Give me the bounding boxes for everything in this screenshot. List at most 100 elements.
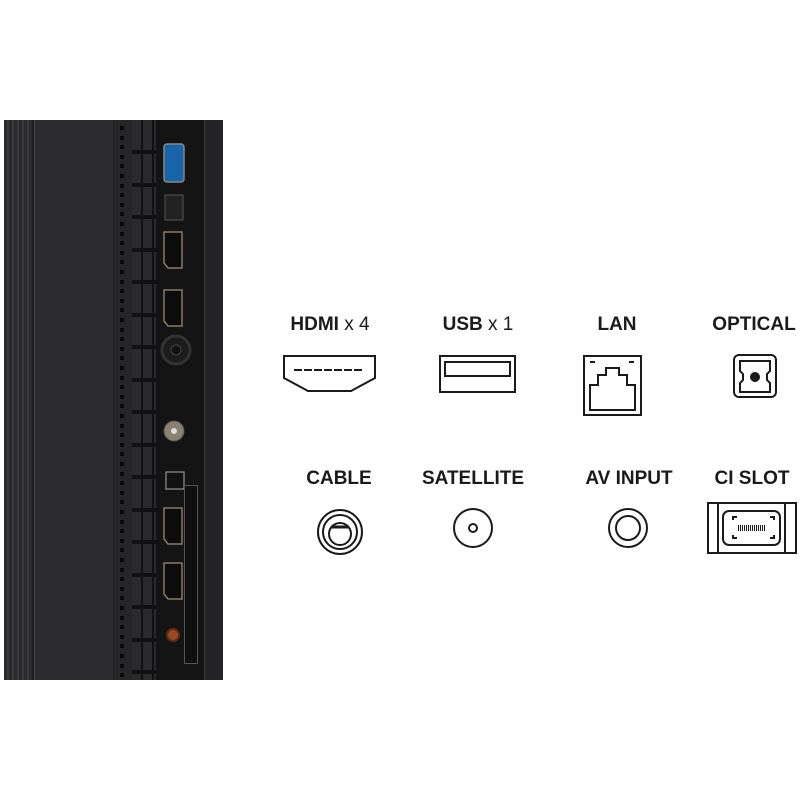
vent-hole xyxy=(120,606,124,610)
label-usb: USB x 1 xyxy=(442,314,514,335)
satellite-icon xyxy=(453,508,493,548)
vent-hole xyxy=(120,270,124,274)
vent-bar xyxy=(132,507,162,512)
vent-hole xyxy=(120,250,124,255)
vent-hole xyxy=(120,519,124,524)
vent-hole xyxy=(120,538,124,543)
vent-bar xyxy=(132,377,162,382)
lan-port xyxy=(164,194,184,221)
vent-bar xyxy=(132,670,162,674)
vent-hole xyxy=(120,241,124,246)
av-port xyxy=(166,628,180,642)
vent-bar xyxy=(132,410,162,414)
hdmi-port xyxy=(163,562,183,600)
vent-hole xyxy=(120,222,124,226)
vent-hole xyxy=(120,126,124,130)
vent-bar xyxy=(132,605,162,609)
vent-hole xyxy=(120,558,124,562)
panel-edge xyxy=(4,120,32,680)
ci-slot-icon xyxy=(707,502,797,554)
hdmi-port xyxy=(163,289,183,327)
vent-hole xyxy=(120,346,124,351)
vent-hole xyxy=(120,394,124,399)
ci-slot xyxy=(184,485,198,664)
vent-hole xyxy=(120,404,124,409)
vent-hole xyxy=(120,634,124,639)
vent-hole xyxy=(120,279,124,284)
panel-right-edge xyxy=(204,120,223,680)
vent-hole xyxy=(120,644,124,649)
vent-bar xyxy=(132,182,162,187)
vent-hole xyxy=(120,356,124,361)
vent-hole xyxy=(120,164,124,169)
vent-hole xyxy=(120,577,124,582)
panel-surface xyxy=(34,120,113,680)
vent-bar xyxy=(132,150,162,154)
av-input-icon xyxy=(608,508,648,548)
vent-hole xyxy=(120,481,124,486)
label-optical: OPTICAL xyxy=(712,314,796,335)
vent-hole xyxy=(120,327,124,332)
vent-hole xyxy=(120,366,124,370)
vent-hole xyxy=(120,625,124,630)
optical-icon xyxy=(733,354,777,398)
ports-graphic xyxy=(160,143,192,642)
vent-bar xyxy=(132,540,162,544)
vent-hole xyxy=(120,135,124,140)
lan-icon xyxy=(583,355,642,416)
vent-hole xyxy=(120,337,124,342)
vent-hole xyxy=(120,586,124,591)
vent-bar xyxy=(132,247,162,252)
tv-rear-panel-photo xyxy=(4,120,223,680)
cable-icon xyxy=(317,509,363,555)
vent-hole xyxy=(120,414,124,418)
vent-hole xyxy=(120,471,124,476)
usb-icon xyxy=(439,355,516,393)
vent-bar xyxy=(132,215,162,219)
optical-port xyxy=(165,471,185,490)
hdmi-port xyxy=(163,231,183,269)
vent-hole xyxy=(120,318,124,322)
vent-bar xyxy=(132,345,162,349)
vent-hole xyxy=(120,567,124,572)
vent-bar xyxy=(132,280,162,284)
vent-hole xyxy=(120,654,124,658)
label-hdmi: HDMI x 4 xyxy=(290,314,370,335)
label-satellite: SATELLITE xyxy=(421,468,525,489)
vent-hole xyxy=(120,490,124,495)
vent-hole xyxy=(120,663,124,668)
vent-bar xyxy=(132,572,162,577)
label-cable: CABLE xyxy=(306,468,372,489)
vent-bar xyxy=(132,637,162,642)
label-lan: LAN xyxy=(597,314,637,335)
label-ci-slot: CI SLOT xyxy=(714,468,790,489)
vent-hole xyxy=(120,548,124,553)
vent-hole xyxy=(120,154,124,159)
vent-bar xyxy=(132,475,162,479)
vent-hole xyxy=(120,375,124,380)
vent-hole xyxy=(120,615,124,620)
vent-hole xyxy=(120,202,124,207)
vent-hole xyxy=(120,462,124,466)
vent-hole xyxy=(120,260,124,265)
vent-hole xyxy=(120,183,124,188)
hdmi-port xyxy=(163,507,183,545)
label-av-input: AV INPUT xyxy=(585,468,673,489)
vent-hole xyxy=(120,308,124,313)
vent-hole xyxy=(120,298,124,303)
vent-hole xyxy=(120,596,124,601)
vent-bar xyxy=(132,312,162,317)
vent-hole xyxy=(120,193,124,198)
vent-column xyxy=(114,120,134,680)
vent-hole xyxy=(120,174,124,178)
vent-hole xyxy=(120,433,124,438)
vent-hole xyxy=(120,529,124,534)
vent-hole xyxy=(120,289,124,294)
vent-hole xyxy=(120,500,124,505)
usb-port xyxy=(163,143,185,183)
vent-hole xyxy=(120,385,124,390)
vent-hole xyxy=(120,510,124,514)
vent-bar xyxy=(132,442,162,447)
vent-hole xyxy=(120,231,124,236)
vent-hole xyxy=(120,145,124,150)
